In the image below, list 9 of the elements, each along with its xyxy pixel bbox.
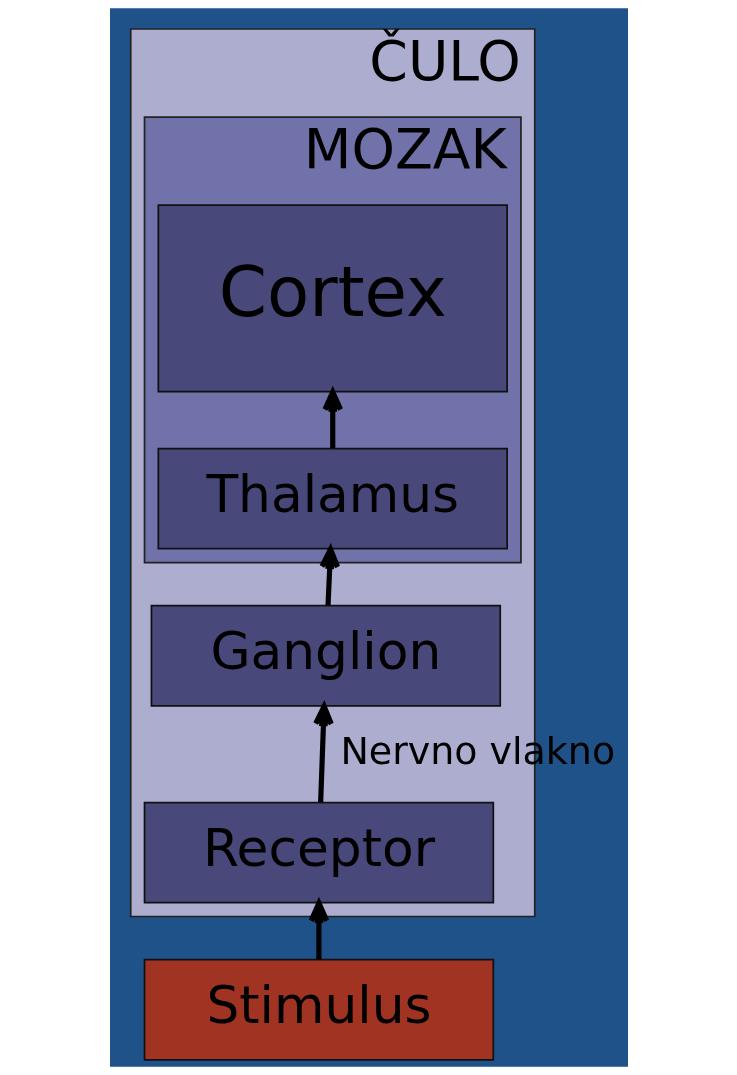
arrow (318, 546, 340, 606)
node-box: Cortex (157, 204, 508, 393)
node-box: Receptor (143, 801, 494, 904)
node-box: Stimulus (143, 958, 494, 1061)
arrow (308, 900, 329, 960)
node-box: Ganglion (150, 604, 501, 707)
node-box: Thalamus (157, 447, 508, 550)
arrow (312, 703, 334, 803)
arrow (321, 389, 343, 449)
